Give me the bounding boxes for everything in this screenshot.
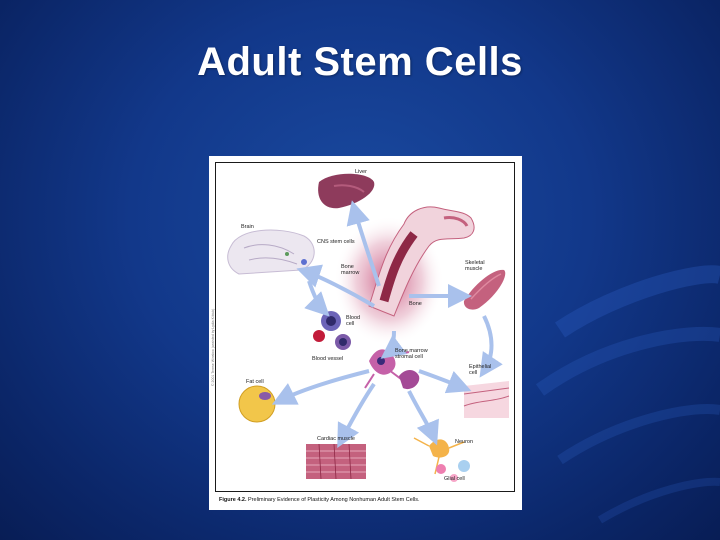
caption-number: Figure 4.2. (219, 497, 247, 503)
label-epithelial-cell: Epithelial cell (469, 364, 495, 377)
label-fat-cell: Fat cell (246, 379, 264, 385)
skeletal-muscle-tissue (464, 270, 505, 310)
caption-text: Preliminary Evidence of Plasticity Among… (248, 497, 420, 503)
label-bone-marrow-stromal-cell: Bone marrow stromal cell (395, 348, 439, 361)
neuron-graphic (429, 439, 449, 457)
figure-caption: Figure 4.2. Preliminary Evidence of Plas… (219, 497, 420, 503)
label-brain: Brain (241, 224, 254, 230)
label-bone: Bone (409, 301, 422, 307)
slide-title: Adult Stem Cells (0, 40, 720, 85)
brain-organ (228, 230, 314, 274)
label-glial-cell: Glial cell (444, 476, 465, 482)
copyright-note: © 2001 Terese Winslow (assisted by Lydia… (211, 309, 215, 386)
stem-cell-figure: Liver Brain CNS stem cells Bone marrow S… (209, 156, 522, 510)
label-cns-stem-cells: CNS stem cells (317, 239, 355, 245)
label-cardiac-muscle: Cardiac muscle (317, 436, 355, 442)
figure-illustration (209, 156, 522, 510)
label-skeletal-muscle: Skeletal muscle (465, 260, 489, 273)
label-neuron: Neuron (455, 439, 473, 445)
liver-organ (318, 174, 374, 209)
label-bone-marrow: Bone marrow (341, 264, 363, 277)
label-blood-cell: Blood cell (346, 315, 360, 328)
fat-cell-graphic (239, 386, 275, 422)
label-liver: Liver (355, 169, 367, 175)
label-blood-vessel: Blood vessel (312, 356, 343, 362)
epithelial-tissue (464, 381, 509, 418)
